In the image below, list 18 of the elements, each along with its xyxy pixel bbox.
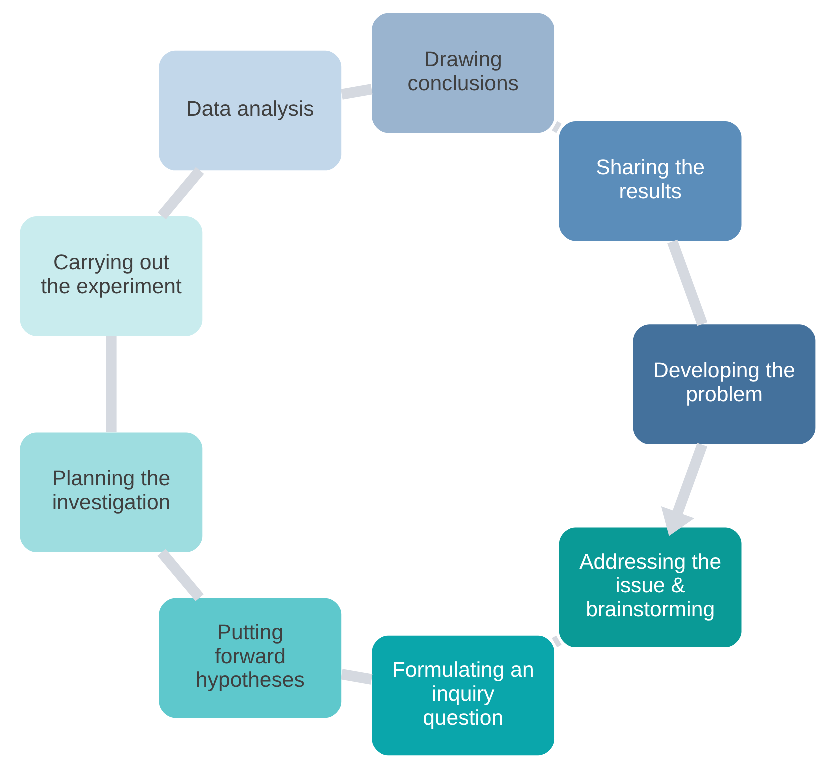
node-box: Putting forward hypotheses [159, 598, 342, 718]
arrow [661, 443, 708, 536]
node-box: Drawing conclusions [372, 13, 554, 134]
connector [158, 167, 204, 220]
connector [158, 549, 204, 602]
node-box: Sharing the results [559, 121, 742, 242]
node-box: Carrying out the experiment [20, 216, 203, 336]
connector [106, 336, 117, 432]
connector [668, 240, 708, 326]
node-box: Data analysis [159, 50, 342, 171]
connector [552, 636, 562, 648]
connector [340, 669, 373, 685]
connector [552, 121, 562, 134]
node-box: Planning the investigation [20, 432, 203, 552]
node-box: Formulating an inquiry question [372, 636, 554, 756]
node-box: Addressing the issue & brainstorming [559, 528, 742, 648]
node-box: Developing the problem [633, 324, 816, 444]
connector [341, 84, 373, 100]
